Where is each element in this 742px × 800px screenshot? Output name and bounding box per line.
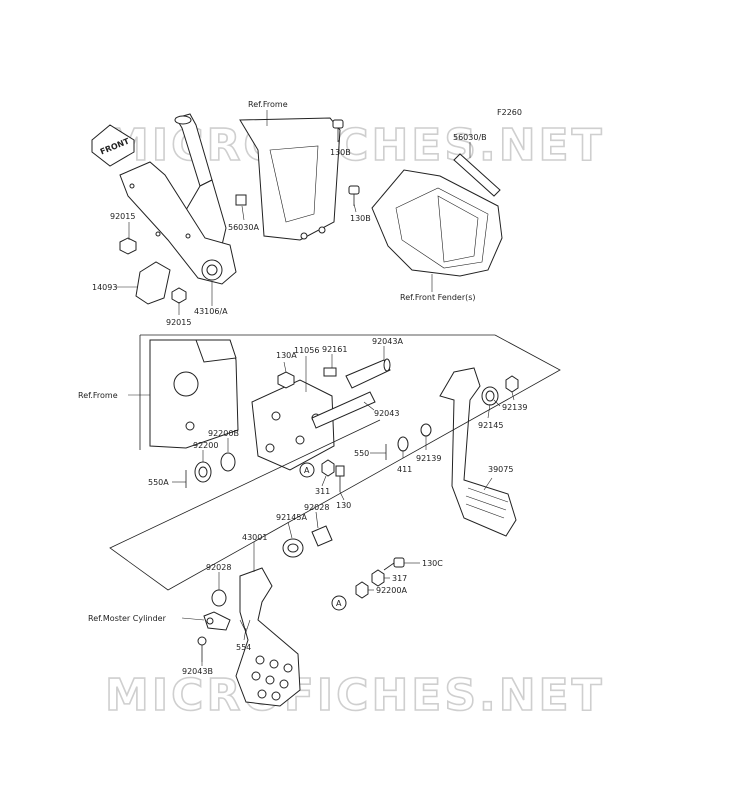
clip-56030a — [235, 194, 247, 206]
label-92043a: 92043A — [372, 337, 403, 346]
label-14093: 14093 — [92, 283, 117, 292]
label-550a: 550A — [148, 478, 169, 487]
label-92015-b: 92015 — [166, 318, 191, 327]
spring-92145 — [481, 386, 499, 406]
accelerator-pedal-39075 — [439, 367, 517, 537]
bolt-130 — [335, 465, 345, 477]
cotter-554 — [239, 619, 251, 633]
nut-317 — [371, 569, 385, 587]
label-56030b: 56030/B — [453, 133, 487, 142]
ref-frame-top: Ref.Frome — [248, 100, 288, 109]
label-92200a: 92200A — [376, 586, 407, 595]
spring-92145a — [282, 538, 304, 558]
frame-bracket-top — [239, 117, 341, 241]
label-550: 550 — [354, 449, 369, 458]
label-92145a: 92145A — [276, 513, 307, 522]
label-92015-a: 92015 — [110, 212, 135, 221]
label-554: 554 — [236, 643, 251, 652]
shaft-92043 — [311, 391, 376, 429]
label-92043b: 92043B — [182, 667, 213, 676]
label-92145: 92145 — [478, 421, 503, 430]
collar-92028-a — [211, 589, 227, 607]
bolt-130b-top — [332, 119, 344, 142]
collar-92161 — [323, 367, 337, 377]
parking-brake-lever-assembly — [119, 113, 237, 285]
front-fender — [371, 169, 503, 277]
bolt-130c — [383, 557, 405, 571]
svg-text:A: A — [336, 599, 342, 608]
washer-92200b — [220, 452, 236, 472]
label-317: 317 — [392, 574, 407, 583]
ref-front-fender: Ref.Front Fender(s) — [400, 293, 476, 302]
shaft-92043a — [345, 358, 391, 389]
label-92139-a: 92139 — [502, 403, 527, 412]
label-411: 411 — [397, 465, 412, 474]
label-92200: 92200 — [193, 441, 218, 450]
label-92200b: 92200B — [208, 429, 239, 438]
label-92161: 92161 — [322, 345, 347, 354]
label-130b-mid: 130B — [350, 214, 371, 223]
label-43001: 43001 — [242, 533, 267, 542]
label-130: 130 — [336, 501, 351, 510]
bushing-92139-b — [420, 423, 432, 437]
svg-text:A: A — [304, 466, 310, 475]
strip-56030b — [453, 153, 501, 197]
collar-92028-b — [311, 525, 333, 547]
label-92043: 92043 — [374, 409, 399, 418]
label-130b-top: 130B — [330, 148, 351, 157]
watermark-bottom: MICROFICHES.NET — [105, 670, 605, 721]
leader-lines — [116, 110, 515, 666]
label-92028-b: 92028 — [304, 503, 329, 512]
label-92028-a: 92028 — [206, 563, 231, 572]
callout-a-mid: A — [299, 462, 315, 478]
label-92139-b: 92139 — [416, 454, 441, 463]
ref-master-cylinder: Ref.Moster Cylinder — [88, 614, 167, 623]
washer-92200a — [355, 581, 369, 599]
label-311: 311 — [315, 487, 330, 496]
master-cylinder-link — [203, 611, 231, 631]
front-arrow-icon: FRONT — [91, 124, 135, 167]
label-11056: 11056 — [294, 346, 319, 355]
callout-a-lower: A — [331, 595, 347, 611]
pin-92043b — [197, 636, 207, 662]
label-130c: 130C — [422, 559, 443, 568]
washer-411 — [397, 436, 409, 452]
label-43106a: 43106/A — [194, 307, 228, 316]
brake-pedal-43001 — [235, 567, 301, 707]
label-56030a: 56030A — [228, 223, 259, 232]
watermark-top: MICROFICHES.NET — [105, 120, 605, 171]
ref-frame-mid: Ref.Frome — [78, 391, 118, 400]
pedal-bracket-11056 — [251, 379, 335, 471]
label-130a: 130A — [276, 351, 297, 360]
nut-92015-b — [171, 287, 187, 304]
nut-311 — [321, 459, 335, 477]
figure-code: F2260 — [497, 108, 522, 117]
label-39075: 39075 — [488, 465, 513, 474]
bushing-92139-a — [505, 375, 519, 393]
ref-box-lower — [109, 334, 561, 591]
frame-bracket-mid — [149, 339, 239, 449]
bolt-130a — [277, 371, 295, 389]
nut-92015-a — [119, 237, 137, 255]
bolt-130b-mid — [348, 185, 360, 206]
switch-14093 — [135, 261, 171, 305]
